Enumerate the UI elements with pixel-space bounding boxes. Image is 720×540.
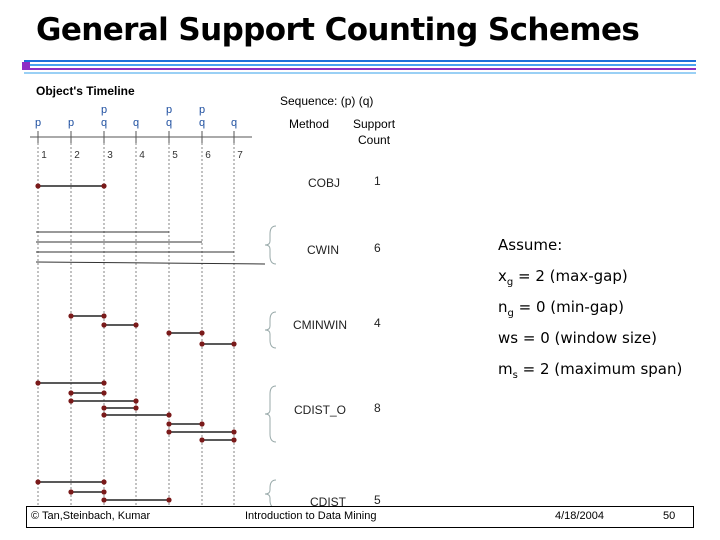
interval-endpoint xyxy=(35,479,41,485)
method-support-count: 1 xyxy=(374,174,381,188)
interval-endpoint xyxy=(133,398,139,404)
interval-endpoint xyxy=(166,497,172,503)
timeline-time-label: 1 xyxy=(41,150,47,161)
interval-endpoint xyxy=(101,479,107,485)
timeline-time-label: 3 xyxy=(107,150,113,161)
interval-endpoint xyxy=(231,429,237,435)
interval-endpoint xyxy=(68,313,74,319)
timeline-time-label: 7 xyxy=(237,150,243,161)
timeline-event: q xyxy=(199,117,205,129)
assumptions-box: Assume: xg = 2 (max-gap) ng = 0 (min-gap… xyxy=(498,230,708,385)
footer-date: 4/18/2004 xyxy=(555,510,604,522)
method-name: CDIST xyxy=(310,495,347,509)
interval-endpoint xyxy=(101,183,107,189)
timeline-event: p xyxy=(35,117,41,129)
timeline-title: Object's Timeline xyxy=(36,84,135,98)
timeline-figure: Object's Timeline Sequence: (p) (q) Meth… xyxy=(30,84,396,510)
method-support-count: 5 xyxy=(374,493,381,507)
timeline-top-event: p xyxy=(199,104,205,116)
support-header-line2: Count xyxy=(358,133,391,147)
method-name: CWIN xyxy=(307,243,339,257)
interval-endpoint xyxy=(166,421,172,427)
method-name: CMINWIN xyxy=(293,318,347,332)
footer-course-title: Introduction to Data Mining xyxy=(245,510,377,522)
assume-heading: Assume: xyxy=(498,236,563,254)
interval-endpoint xyxy=(101,497,107,503)
interval-endpoint xyxy=(166,330,172,336)
interval-endpoint xyxy=(199,341,205,347)
method-header: Method xyxy=(289,117,329,131)
method-support-count: 8 xyxy=(374,401,381,415)
interval-endpoint xyxy=(231,341,237,347)
timeline-top-event: p xyxy=(166,104,172,116)
footer-copyright: © Tan,Steinbach, Kumar xyxy=(31,510,151,522)
interval-endpoint xyxy=(133,405,139,411)
timeline-event: p xyxy=(68,117,74,129)
assume-max-span: ms = 2 (maximum span) xyxy=(498,360,683,381)
interval-endpoint xyxy=(199,437,205,443)
timeline-top-event: p xyxy=(101,104,107,116)
footer-page-number: 50 xyxy=(663,510,676,522)
assume-max-gap: xg = 2 (max-gap) xyxy=(498,267,628,288)
timeline-time-label: 6 xyxy=(205,150,211,161)
timeline-time-label: 2 xyxy=(74,150,80,161)
brace xyxy=(264,385,277,443)
interval-endpoint xyxy=(101,405,107,411)
interval-endpoint xyxy=(166,429,172,435)
support-header-line1: Support xyxy=(353,117,396,131)
assume-min-gap: ng = 0 (min-gap) xyxy=(498,298,624,319)
timeline-time-label: 4 xyxy=(139,150,145,161)
interval-endpoint xyxy=(199,421,205,427)
interval-endpoint xyxy=(35,380,41,386)
method-support-count: 4 xyxy=(374,316,381,330)
method-name: CDIST_O xyxy=(294,403,346,417)
interval-endpoint xyxy=(199,330,205,336)
timeline-event: q xyxy=(133,117,139,129)
title-accent-bars xyxy=(24,60,696,78)
interval-endpoint xyxy=(68,398,74,404)
brace xyxy=(264,225,277,265)
timeline-time-label: 5 xyxy=(172,150,178,161)
accent-square xyxy=(22,62,30,70)
interval-endpoint xyxy=(68,390,74,396)
timeline-event: q xyxy=(166,117,172,129)
window-line xyxy=(35,261,266,265)
slide-footer: © Tan,Steinbach, Kumar Introduction to D… xyxy=(26,506,694,528)
interval-endpoint xyxy=(231,437,237,443)
interval-endpoint xyxy=(101,322,107,328)
interval-endpoint xyxy=(101,489,107,495)
interval-endpoint xyxy=(166,412,172,418)
interval-endpoint xyxy=(101,390,107,396)
interval-endpoint xyxy=(101,380,107,386)
interval-endpoint xyxy=(101,412,107,418)
sequence-label: Sequence: (p) (q) xyxy=(280,94,373,108)
timeline-event: q xyxy=(231,117,237,129)
method-support-count: 6 xyxy=(374,241,381,255)
brace xyxy=(264,311,277,349)
interval-endpoint xyxy=(133,322,139,328)
assume-window-size: ws = 0 (window size) xyxy=(498,329,657,347)
interval-endpoint xyxy=(35,183,41,189)
slide-title: General Support Counting Schemes xyxy=(36,12,640,48)
timeline-event: q xyxy=(101,117,107,129)
brace xyxy=(264,479,277,509)
interval-endpoint xyxy=(68,489,74,495)
interval-endpoint xyxy=(101,313,107,319)
method-name: COBJ xyxy=(308,176,340,190)
